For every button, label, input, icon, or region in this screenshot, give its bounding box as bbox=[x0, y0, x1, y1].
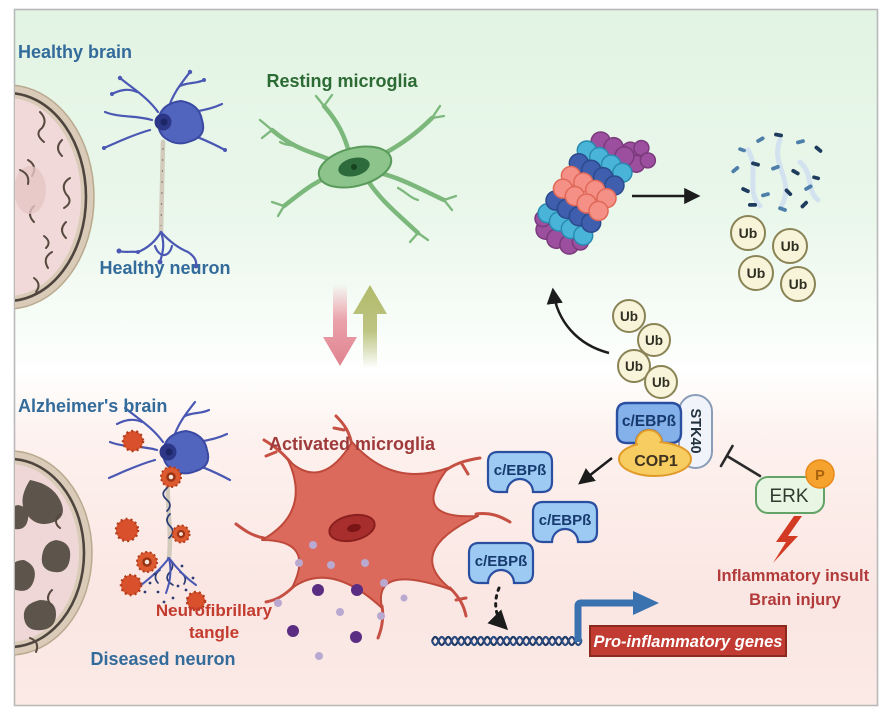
ub-label: Ub bbox=[645, 333, 663, 348]
degraded-peptides bbox=[731, 132, 823, 212]
cebpb-complex-label: c/EBPß bbox=[622, 413, 677, 430]
reversion-up-arrow bbox=[353, 285, 387, 368]
phospho-badge bbox=[805, 459, 835, 489]
free-cebpb-2: c/EBPß bbox=[531, 500, 599, 544]
transcription-arrow bbox=[574, 591, 659, 642]
ub-label: Ub bbox=[620, 309, 638, 324]
pro-inflammatory-genes-box: Pro-inflammatory genes bbox=[589, 625, 787, 657]
release-arrow bbox=[578, 457, 613, 485]
dna-binding-arrow bbox=[487, 586, 509, 631]
activation-down-arrow bbox=[323, 284, 357, 366]
erk: ERK P bbox=[755, 459, 835, 514]
ub-chain-2: Ub bbox=[637, 323, 671, 357]
ub-label: Ub bbox=[789, 276, 808, 292]
ub-free-3: Ub bbox=[738, 255, 774, 291]
ub-label: Ub bbox=[652, 375, 670, 390]
cop1-label: COP1 bbox=[634, 453, 678, 470]
insult-label-line2: Brain injury bbox=[749, 591, 842, 609]
tangle-label-line2: tangle bbox=[189, 623, 239, 642]
amyloid-plaques bbox=[114, 429, 207, 612]
tangle-label-line1: Neurofibrillary bbox=[156, 601, 273, 620]
free-ubiquitin-group: Ub Ub Ub Ub bbox=[730, 215, 816, 302]
healthy-brain-illustration bbox=[15, 84, 95, 310]
erk-label: ERK bbox=[769, 486, 808, 507]
free-cebpb-1: c/EBPß bbox=[486, 450, 554, 494]
ub-label: Ub bbox=[625, 359, 643, 374]
free-cebpb-label: c/EBPß bbox=[494, 462, 547, 479]
ub-free-2: Ub bbox=[772, 228, 808, 264]
activated-microglia bbox=[234, 414, 512, 640]
ub-label: Ub bbox=[739, 225, 758, 241]
stk40-label: STK40 bbox=[687, 408, 703, 453]
free-cebpb-3: c/EBPß bbox=[467, 541, 535, 585]
ub-label: Ub bbox=[747, 265, 766, 281]
healthy-neuron-label: Healthy neuron bbox=[99, 258, 230, 278]
healthy-neuron bbox=[102, 69, 227, 269]
cytokine-dots bbox=[274, 541, 408, 660]
proteasome bbox=[534, 131, 657, 255]
cebpb-cop1-stk40-complex: c/EBPß COP1 STK40 bbox=[615, 394, 713, 477]
alzheimers-brain-title: Alzheimer's brain bbox=[18, 396, 167, 416]
healthy-brain-title: Healthy brain bbox=[18, 42, 132, 62]
diseased-neuron-label: Diseased neuron bbox=[90, 649, 235, 669]
to-proteasome-arrow bbox=[546, 287, 610, 355]
free-cebpb-label: c/EBPß bbox=[475, 553, 528, 570]
resting-microglia bbox=[258, 93, 458, 244]
cop1 bbox=[618, 429, 692, 477]
ub-free-4: Ub bbox=[780, 266, 816, 302]
dna-helix bbox=[430, 635, 583, 647]
free-cebpb-label: c/EBPß bbox=[539, 512, 592, 529]
insult-label-line1: Inflammatory insult bbox=[717, 567, 870, 585]
phospho-label: P bbox=[815, 468, 825, 484]
ub-chain-4: Ub bbox=[644, 365, 678, 399]
ub-label: Ub bbox=[781, 238, 800, 254]
ub-chain-1: Ub bbox=[612, 299, 646, 333]
diseased-neuron bbox=[107, 400, 232, 612]
free-cebpb-group: c/EBPß c/EBPß c/EBPß bbox=[467, 450, 599, 585]
alzheimers-brain-illustration bbox=[15, 450, 93, 656]
healthy-neuron-axon bbox=[158, 139, 166, 235]
lightning-icon bbox=[773, 516, 802, 563]
activated-microglia-label: Activated microglia bbox=[269, 434, 436, 454]
ub-chain-3: Ub bbox=[617, 349, 651, 383]
ub-free-1: Ub bbox=[730, 215, 766, 251]
inhibition-tbar bbox=[719, 444, 762, 478]
pro-inflammatory-genes-label: Pro-inflammatory genes bbox=[594, 633, 783, 651]
ubiquitin-chain: Ub Ub Ub Ub bbox=[612, 299, 678, 399]
resting-microglia-label: Resting microglia bbox=[266, 71, 418, 91]
figure-frame bbox=[13, 8, 879, 707]
